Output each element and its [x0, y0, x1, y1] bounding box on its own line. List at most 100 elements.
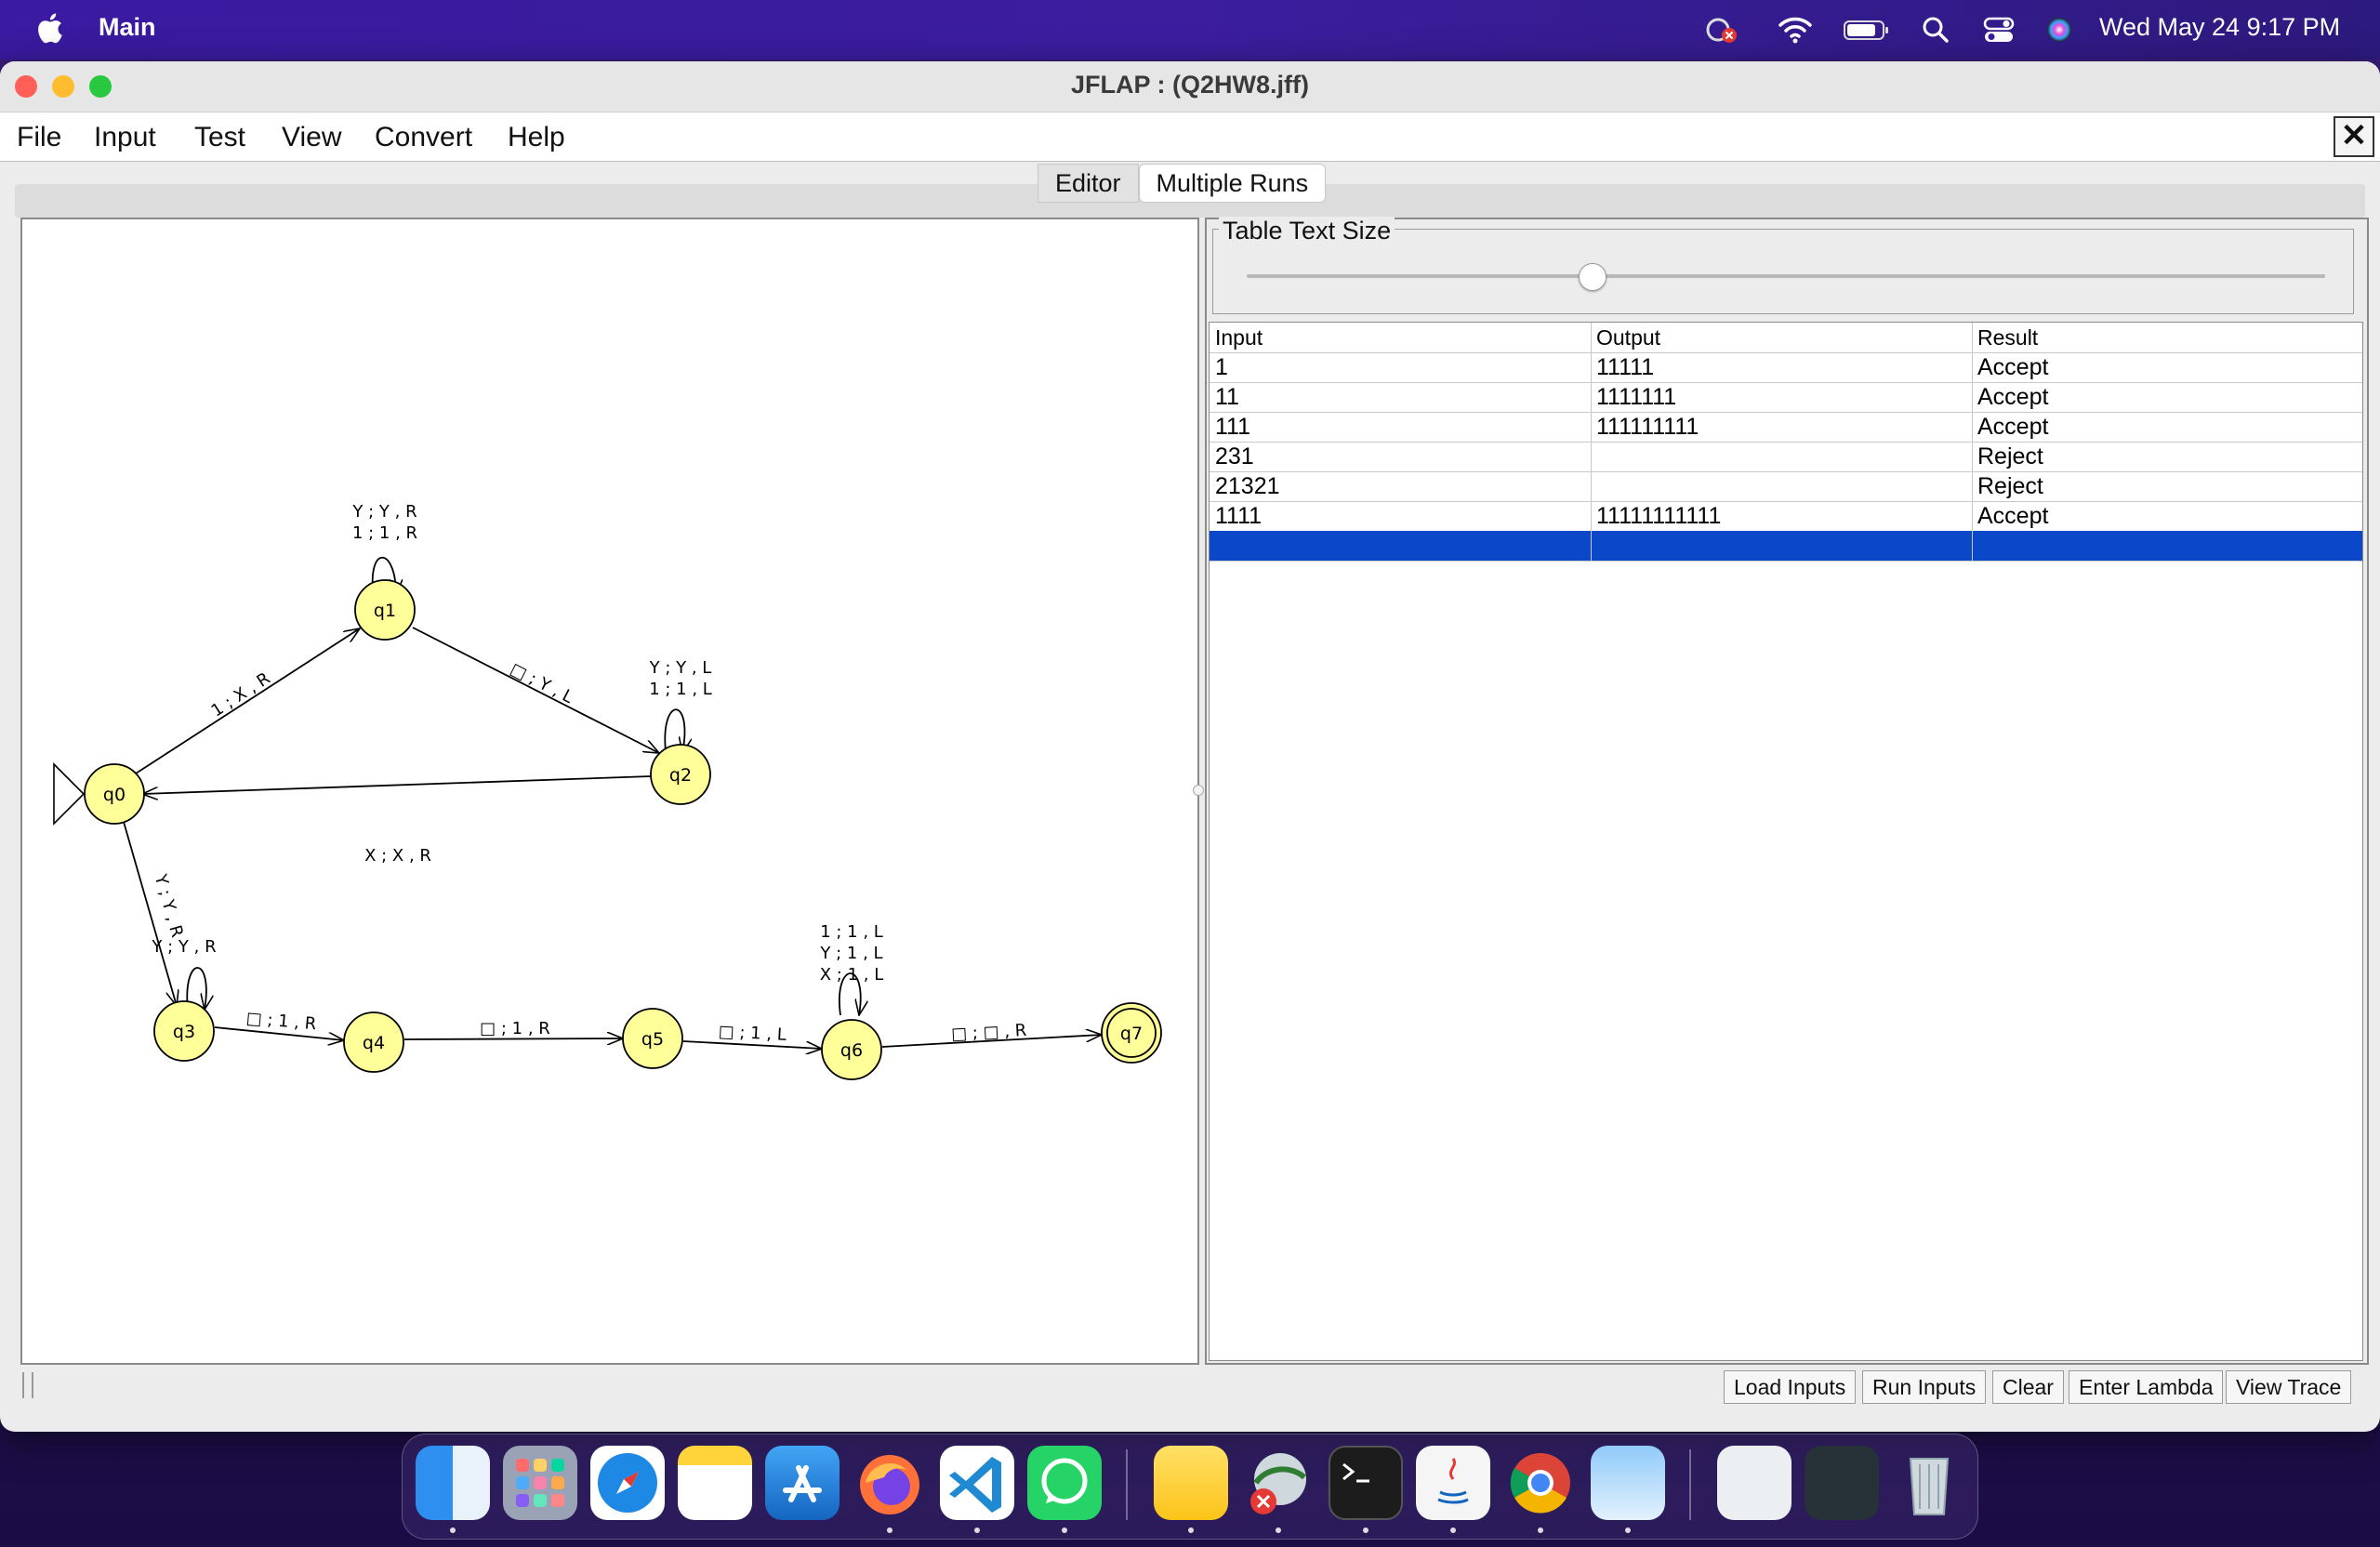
automaton-canvas[interactable]: q0 q1 q2 q3 q4 q5 q6 q7 Y ; Y , R 1 ; 1 …	[20, 218, 1199, 1365]
run-inputs-button[interactable]: Run Inputs	[1862, 1370, 1987, 1404]
menu-convert[interactable]: Convert	[375, 122, 473, 152]
clear-button[interactable]: Clear	[1992, 1370, 2064, 1404]
control-center-icon[interactable]	[1982, 13, 2016, 46]
cell-result[interactable]: Reject	[1977, 443, 2043, 469]
cell-result[interactable]: Accept	[1977, 414, 2049, 440]
menu-input[interactable]: Input	[94, 122, 156, 152]
state-q3[interactable]	[153, 1000, 215, 1062]
table-row[interactable]: 21321 Reject	[1210, 471, 2362, 502]
menu-view[interactable]: View	[282, 122, 342, 152]
firefox-icon[interactable]	[853, 1446, 927, 1520]
split-pane-divider[interactable]	[1193, 785, 1204, 796]
zoom-window-button[interactable]	[89, 75, 112, 98]
stickies-icon[interactable]	[1154, 1446, 1228, 1520]
table-row[interactable]: 1111 11111111111 Accept	[1210, 501, 2362, 532]
state-q7[interactable]	[1101, 1002, 1162, 1064]
java-icon[interactable]	[1416, 1446, 1490, 1520]
cell-input[interactable]: 11	[1215, 384, 1239, 410]
state-q4[interactable]	[343, 1012, 404, 1073]
text-size-slider-track[interactable]	[1247, 274, 2325, 278]
column-header-output[interactable]: Output	[1596, 325, 1661, 350]
transition-q6-q7[interactable]	[881, 1035, 1102, 1048]
state-q0[interactable]	[84, 763, 145, 825]
transition-q3-q4[interactable]	[214, 1026, 344, 1040]
menu-help[interactable]: Help	[508, 122, 565, 152]
tab-multiple-runs[interactable]: Multiple Runs	[1138, 164, 1327, 203]
battery-icon[interactable]	[1843, 13, 1891, 46]
minimize-window-button[interactable]	[52, 75, 74, 98]
column-header-input[interactable]: Input	[1215, 325, 1263, 350]
column-header-result[interactable]: Result	[1977, 325, 2039, 350]
apple-logo-icon[interactable]	[35, 11, 63, 45]
cell-output[interactable]: 11111	[1596, 354, 1655, 380]
screenshots-stack-icon[interactable]	[1805, 1446, 1879, 1520]
close-tab-button[interactable]: ✕	[2334, 116, 2374, 157]
jflap-icon[interactable]	[1241, 1446, 1316, 1520]
transition-q2-q0[interactable]	[142, 775, 652, 794]
preview-icon[interactable]	[1591, 1446, 1665, 1520]
table-row[interactable]: 11 1111111 Accept	[1210, 382, 2362, 413]
launchpad-icon[interactable]	[503, 1446, 577, 1520]
cell-output[interactable]: 11111111111	[1596, 503, 1722, 529]
menu-test[interactable]: Test	[194, 122, 246, 152]
loop-q1[interactable]	[371, 556, 396, 598]
whatsapp-icon[interactable]	[1027, 1446, 1102, 1520]
transition-q1-q2[interactable]	[412, 627, 659, 753]
safari-icon[interactable]	[590, 1446, 665, 1520]
transition-q4-q5[interactable]	[403, 1038, 623, 1039]
cell-result[interactable]: Accept	[1977, 503, 2049, 529]
app-store-icon[interactable]	[765, 1446, 840, 1520]
table-row[interactable]: 1 11111 Accept	[1210, 352, 2362, 383]
terminal-icon[interactable]	[1329, 1446, 1403, 1520]
remote-desktop-status-icon[interactable]	[1701, 13, 1742, 46]
cell-output[interactable]	[1591, 471, 1972, 501]
tab-editor[interactable]: Editor	[1038, 164, 1139, 203]
menubar-clock[interactable]: Wed May 24 9:17 PM	[2099, 13, 2341, 41]
vscode-icon[interactable]	[940, 1446, 1014, 1520]
loop-q2[interactable]	[664, 708, 684, 753]
finder-icon[interactable]	[416, 1446, 490, 1520]
cell-input[interactable]: 231	[1215, 443, 1254, 469]
table-row-new-selected[interactable]	[1210, 531, 2362, 562]
table-row[interactable]: 111 111111111 Accept	[1210, 412, 2362, 443]
trash-icon[interactable]	[1892, 1446, 1966, 1520]
state-q5[interactable]	[622, 1008, 683, 1069]
spotlight-search-icon[interactable]	[1921, 13, 1950, 46]
cell-input[interactable]: 1	[1215, 354, 1228, 380]
active-app-name[interactable]: Main	[99, 13, 156, 41]
state-q2[interactable]	[650, 744, 711, 805]
cell-input[interactable]: 111	[1215, 414, 1251, 440]
cell-output[interactable]: 111111111	[1596, 414, 1699, 440]
label-q1-loop-2: 1 ; 1 , R	[352, 523, 417, 543]
cell-input[interactable]: 1111	[1215, 503, 1263, 529]
wifi-icon[interactable]	[1778, 13, 1813, 46]
cell-output[interactable]: 1111111	[1596, 384, 1677, 410]
running-indicator	[1538, 1527, 1543, 1533]
notes-icon[interactable]	[678, 1446, 752, 1520]
enter-lambda-button[interactable]: Enter Lambda	[2069, 1370, 2224, 1404]
menu-file[interactable]: File	[17, 122, 62, 152]
cell-result[interactable]: Accept	[1977, 354, 2049, 380]
loop-q6[interactable]	[839, 972, 861, 1015]
siri-icon[interactable]	[2043, 13, 2075, 46]
cell-result[interactable]: Accept	[1977, 384, 2049, 410]
resize-grip[interactable]	[22, 1372, 33, 1398]
load-inputs-button[interactable]: Load Inputs	[1724, 1370, 1857, 1404]
state-q6[interactable]	[821, 1019, 882, 1080]
transition-q0-q3[interactable]	[123, 821, 177, 1006]
table-row[interactable]: 231 Reject	[1210, 442, 2362, 472]
table-text-size-label: Table Text Size	[1219, 217, 1395, 245]
cell-result[interactable]: Reject	[1977, 473, 2043, 499]
close-window-button[interactable]	[15, 75, 37, 98]
text-size-slider-knob[interactable]	[1579, 263, 1607, 291]
transition-q0-q1[interactable]	[135, 628, 360, 774]
running-indicator	[1188, 1527, 1194, 1533]
transition-q5-q6[interactable]	[682, 1040, 822, 1049]
view-trace-button[interactable]: View Trace	[2226, 1370, 2352, 1404]
loop-q3[interactable]	[186, 967, 206, 1010]
chrome-icon[interactable]	[1503, 1446, 1578, 1520]
state-q1[interactable]	[354, 579, 416, 641]
cell-input[interactable]: 21321	[1215, 473, 1280, 499]
cell-output[interactable]	[1591, 442, 1972, 471]
downloads-stack-icon[interactable]	[1717, 1446, 1792, 1520]
